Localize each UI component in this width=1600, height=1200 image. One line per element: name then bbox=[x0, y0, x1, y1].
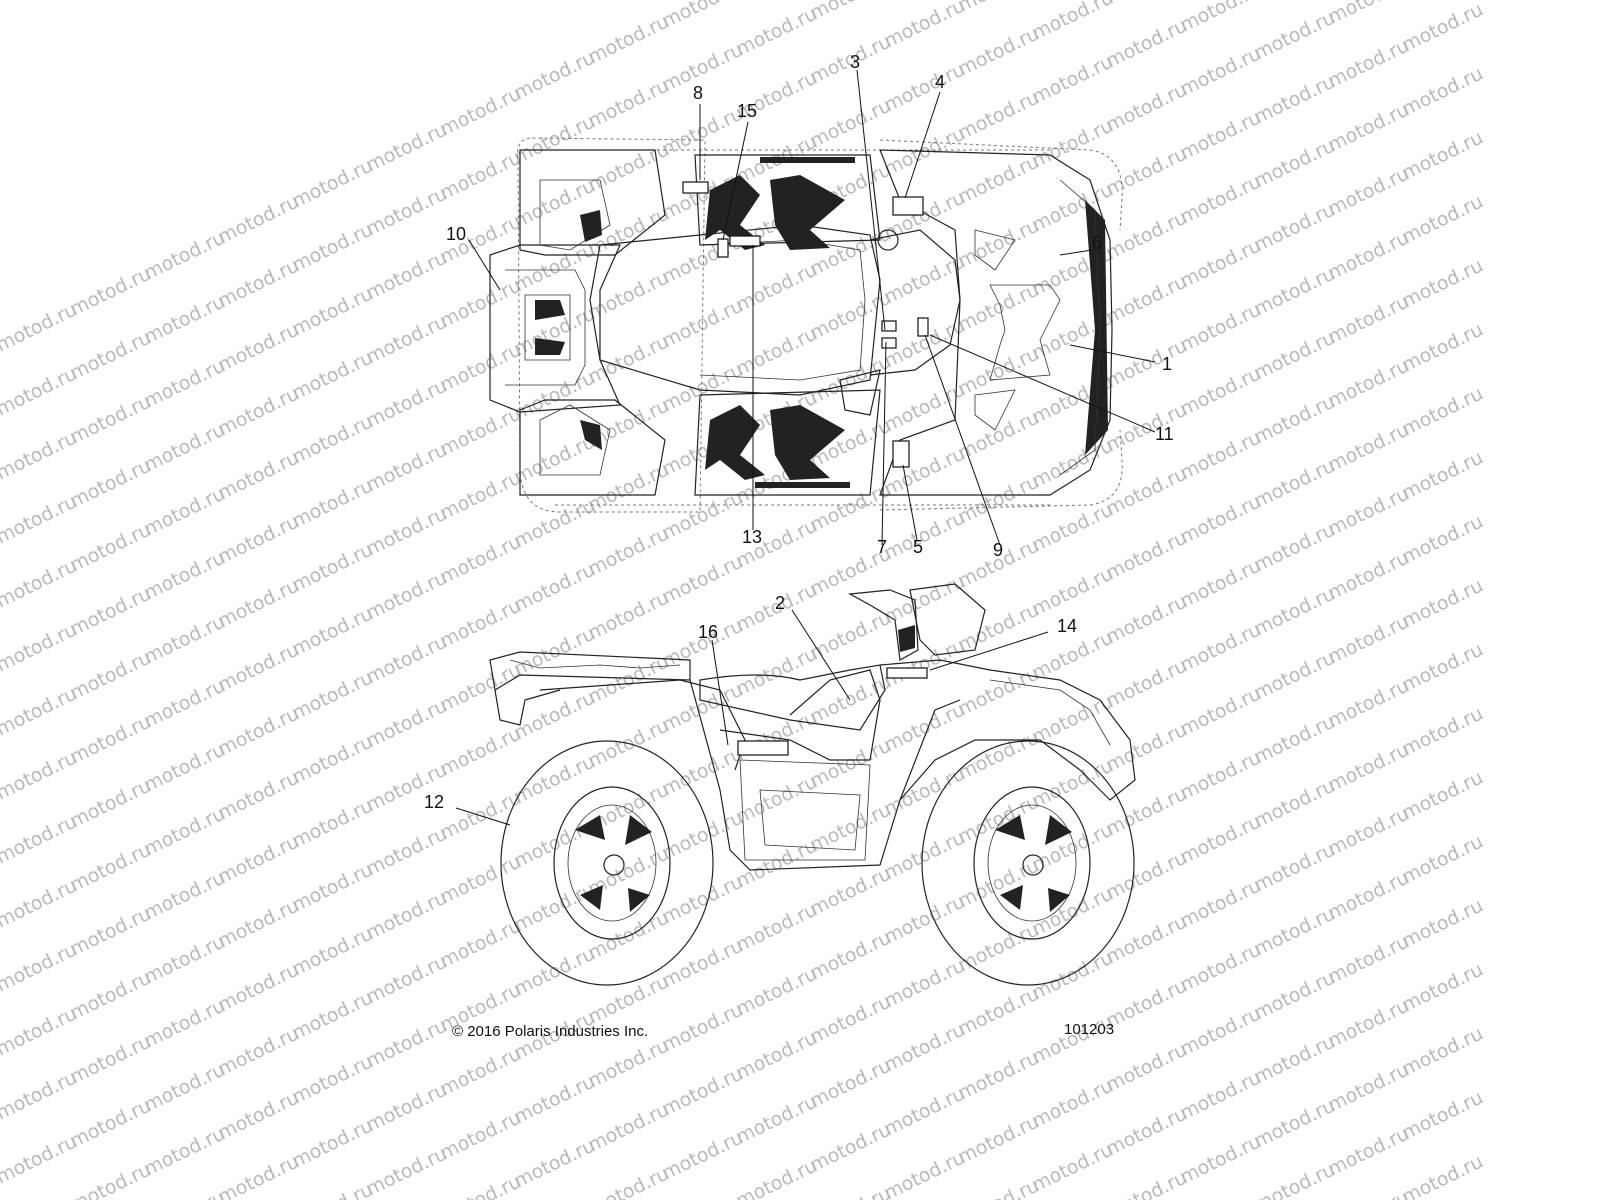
callout-5: 5 bbox=[913, 537, 923, 557]
copyright-notice: © 2016 Polaris Industries Inc. bbox=[452, 1023, 649, 1040]
callout-4: 4 bbox=[935, 72, 945, 92]
diagram-number: 101203 bbox=[1064, 1021, 1115, 1038]
callout-13: 13 bbox=[742, 527, 762, 547]
callout-12: 12 bbox=[424, 792, 444, 812]
decal-14 bbox=[886, 667, 928, 679]
callout-16: 16 bbox=[698, 622, 718, 642]
decal-8 bbox=[682, 181, 709, 194]
callout-11: 11 bbox=[1155, 424, 1174, 444]
callout-7: 7 bbox=[877, 537, 887, 557]
decal-16 bbox=[737, 740, 789, 756]
callout-6: 6 bbox=[1092, 233, 1102, 253]
decal-15 bbox=[717, 238, 729, 258]
callout-3: 3 bbox=[850, 52, 860, 72]
decal-7 bbox=[881, 337, 897, 349]
callout-8: 8 bbox=[693, 83, 703, 103]
callout-9: 9 bbox=[993, 540, 1003, 560]
decal-3 bbox=[881, 320, 897, 332]
callout-14: 14 bbox=[1057, 616, 1077, 636]
decal-13 bbox=[729, 235, 761, 247]
callout-15: 15 bbox=[737, 101, 757, 121]
decal-9 bbox=[917, 317, 929, 337]
callout-10: 10 bbox=[446, 224, 466, 244]
decal-4 bbox=[892, 196, 924, 216]
callout-2: 2 bbox=[775, 593, 785, 613]
callout-1: 1 bbox=[1162, 354, 1172, 374]
atv-top-view bbox=[468, 69, 1156, 546]
atv-side-view bbox=[455, 583, 1136, 986]
callout-labels: 1 2 3 4 5 6 7 8 9 10 11 12 13 14 15 16 bbox=[424, 52, 1174, 812]
decal-5 bbox=[892, 440, 910, 468]
